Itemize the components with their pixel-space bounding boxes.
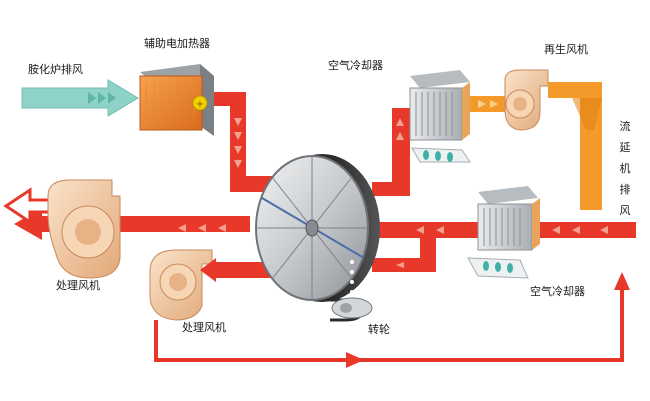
regen-return-duct — [548, 82, 602, 210]
rotor-icon — [255, 154, 380, 322]
flow-arrow-icon — [396, 132, 404, 140]
flow-arrow-icon — [178, 224, 186, 232]
flow-arrow-icon — [416, 226, 424, 234]
cooler-icon — [409, 70, 471, 163]
flow-arrow-icon — [218, 224, 226, 232]
fan-icon — [149, 249, 213, 321]
intake-duct — [21, 79, 139, 117]
fan-icon — [47, 179, 121, 279]
flow-arrow-icon — [198, 224, 206, 232]
flow-arrow-icon — [490, 100, 498, 108]
label-process-fan-bottom: 处理风机 — [182, 321, 226, 334]
cooler-icon — [467, 186, 540, 279]
flow-arrow-icon — [396, 262, 404, 268]
flow-arrow-icon — [346, 352, 364, 368]
label-air-cooler-bottom: 空气冷却器 — [530, 285, 585, 298]
flow-arrow-icon — [614, 272, 630, 290]
plus-icon: + — [196, 99, 204, 110]
branch-duct — [372, 238, 436, 272]
regen-outlet-duct — [372, 108, 410, 196]
flow-arrow-icon — [572, 226, 580, 234]
flow-arrow-icon — [552, 226, 560, 234]
flow-arrow-icon — [234, 146, 242, 154]
label-process-fan-left: 处理风机 — [56, 279, 100, 292]
flow-arrow-icon — [98, 92, 106, 104]
label-rotor: 转轮 — [368, 323, 390, 336]
flow-arrow-icon — [478, 100, 486, 108]
flow-arrow-icon — [436, 226, 444, 234]
flow-arrow-icon — [234, 160, 242, 168]
cooled-air-duct — [470, 96, 510, 112]
flow-arrow-icon — [108, 92, 116, 104]
label-tail-gas-exhaust: 胺化炉排风 — [28, 63, 83, 76]
return-loop-line — [154, 272, 630, 368]
heated-air-duct — [214, 92, 318, 200]
flow-arrow-icon — [234, 118, 242, 126]
label-delay-exhaust: 流延机排风 — [619, 120, 631, 217]
label-air-cooler-top: 空气冷却器 — [328, 59, 383, 72]
flow-arrow-icon — [88, 92, 96, 104]
label-regen-fan: 再生风机 — [544, 43, 588, 56]
fan-icon — [504, 69, 549, 131]
flow-arrow-icon — [396, 118, 404, 126]
flow-arrow-icon — [234, 132, 242, 140]
flow-arrow-icon — [600, 226, 608, 234]
heater-icon: + — [139, 64, 214, 136]
label-aux-heater: 辅助电加热器 — [144, 37, 210, 50]
